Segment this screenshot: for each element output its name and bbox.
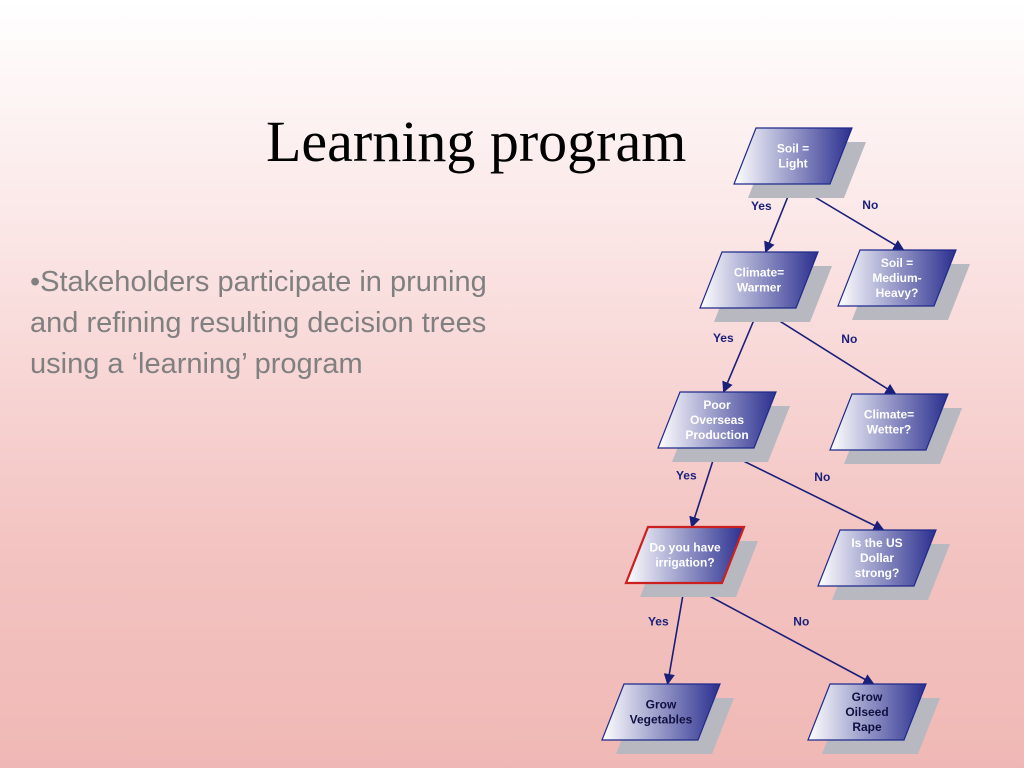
edge-label-irrigation-to-grow-oilseed-rape: No <box>793 615 809 629</box>
node-label-grow-vegetables-line-1: Vegetables <box>630 713 693 727</box>
node-label-soil-light-line-1: Light <box>778 157 807 171</box>
edge-label-soil-light-to-soil-medium-heavy: No <box>862 198 878 212</box>
node-label-us-dollar-strong-line-1: Dollar <box>860 551 894 565</box>
node-label-grow-oilseed-rape-line-1: Oilseed <box>845 705 888 719</box>
node-shape-grow-oilseed-rape <box>807 683 927 741</box>
node-label-soil-medium-heavy-line-2: Heavy? <box>876 286 919 300</box>
node-label-irrigation-line-1: irrigation? <box>655 556 714 570</box>
edge-label-poor-overseas-production-to-us-dollar-strong: No <box>814 470 830 484</box>
node-label-soil-light-line-0: Soil = <box>777 142 809 156</box>
edge-irrigation-to-grow-vegetables <box>663 582 686 686</box>
node-label-grow-vegetables-line-0: Grow <box>646 698 677 712</box>
node-label-grow-oilseed-rape-line-2: Rape <box>852 720 882 734</box>
node-label-grow-oilseed-rape-line-0: Grow <box>852 690 883 704</box>
node-label-climate-wetter-line-1: Wetter? <box>867 423 911 437</box>
node-soil-light: Soil =Light <box>733 127 866 198</box>
node-shape-poor-overseas-production <box>657 391 777 449</box>
node-shape-climate-warmer <box>699 251 819 309</box>
node-label-us-dollar-strong-line-2: strong? <box>855 566 900 580</box>
node-label-climate-warmer-line-0: Climate= <box>734 266 784 280</box>
node-label-poor-overseas-production-line-1: Overseas <box>690 413 744 427</box>
node-climate-warmer: Climate=Warmer <box>699 251 832 322</box>
node-label-soil-medium-heavy-line-1: Medium- <box>872 271 921 285</box>
node-soil-medium-heavy: Soil =Medium-Heavy? <box>837 249 970 320</box>
node-label-us-dollar-strong-line-0: Is the US <box>851 536 902 550</box>
node-label-soil-medium-heavy-line-0: Soil = <box>881 256 913 270</box>
node-shape-soil-light <box>733 127 853 185</box>
node-shape-irrigation <box>624 525 746 585</box>
edge-label-climate-warmer-to-poor-overseas-production: Yes <box>713 331 734 345</box>
node-label-irrigation-line-0: Do you have <box>649 541 721 555</box>
edge-label-soil-light-to-climate-warmer: Yes <box>751 199 772 213</box>
edge-label-irrigation-to-grow-vegetables: Yes <box>648 615 669 629</box>
node-shape-climate-wetter <box>829 393 949 451</box>
edge-label-climate-warmer-to-climate-wetter: No <box>841 332 857 346</box>
bullet-text: •Stakeholders participate in pruning and… <box>30 266 487 380</box>
node-shape-soil-medium-heavy <box>837 249 957 307</box>
node-shape-us-dollar-strong <box>817 529 937 587</box>
node-label-poor-overseas-production-line-2: Production <box>685 428 748 442</box>
slide-title: Learning program <box>266 109 687 174</box>
edge-label-poor-overseas-production-to-irrigation: Yes <box>676 469 697 483</box>
node-label-climate-warmer-line-1: Warmer <box>737 281 782 295</box>
node-climate-wetter: Climate=Wetter? <box>829 393 962 464</box>
node-label-poor-overseas-production-line-0: Poor <box>703 398 731 412</box>
node-label-climate-wetter-line-0: Climate= <box>864 408 914 422</box>
edge-climate-warmer-to-climate-wetter <box>758 307 897 395</box>
node-shape-grow-vegetables <box>601 683 721 741</box>
edge-irrigation-to-grow-oilseed-rape <box>684 582 875 685</box>
